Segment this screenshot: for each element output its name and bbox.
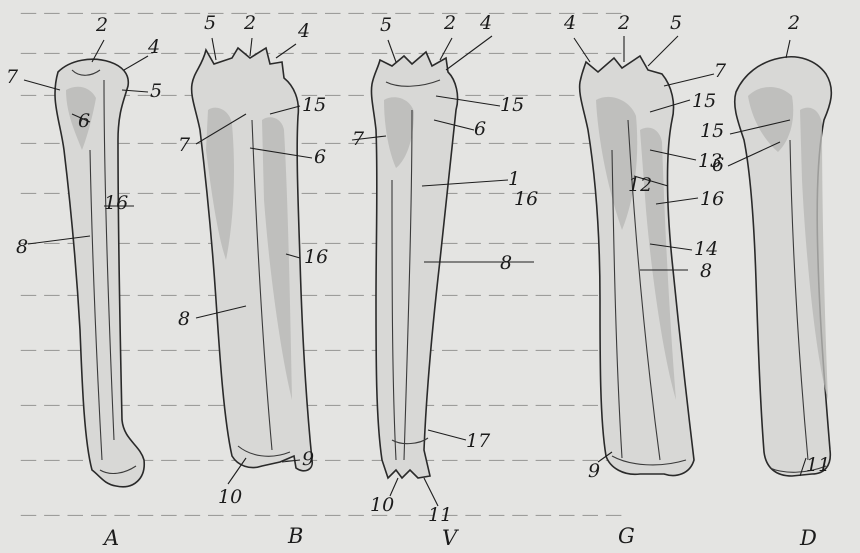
panel-label-G: G: [618, 526, 635, 547]
callout-6: 6: [314, 148, 326, 167]
svg-text:— — — — — — — — — — — — — — —: — — — — — — — — — — — — — — — — — — — — …: [20, 43, 623, 63]
callout-2: 2: [618, 14, 630, 33]
callout-7: 7: [352, 130, 364, 149]
panel-label-A: A: [104, 528, 119, 549]
callout-14: 14: [694, 240, 718, 259]
callout-5: 5: [380, 16, 392, 35]
callout-8: 8: [500, 254, 512, 273]
callout-4: 4: [480, 14, 492, 33]
callout-10: 10: [218, 488, 242, 507]
callout-8: 8: [178, 310, 190, 329]
callout-2: 2: [788, 14, 800, 33]
callout-16: 16: [104, 194, 128, 213]
callout-16: 16: [514, 190, 538, 209]
callout-4: 4: [564, 14, 576, 33]
callout-4: 4: [298, 22, 310, 41]
callout-6: 6: [712, 156, 724, 175]
callout-17: 17: [466, 432, 490, 451]
callout-6: 6: [78, 112, 90, 131]
callout-9: 9: [302, 450, 314, 469]
callout-8: 8: [16, 238, 28, 257]
callout-2: 2: [96, 16, 108, 35]
panel-label-D: D: [800, 528, 817, 549]
callout-15: 15: [302, 96, 326, 115]
callout-2: 2: [244, 14, 256, 33]
callout-8: 8: [700, 262, 712, 281]
callout-10: 10: [370, 496, 394, 515]
callout-5: 5: [150, 82, 162, 101]
callout-2: 2: [444, 14, 456, 33]
panel-label-B: B: [288, 526, 303, 547]
callout-4: 4: [148, 38, 160, 57]
callout-12: 12: [628, 176, 652, 195]
callout-16: 16: [304, 248, 328, 267]
callout-15: 15: [692, 92, 716, 111]
svg-text:— — — — — — — — — — — — — — —: — — — — — — — — — — — — — — — — — — — — …: [20, 505, 623, 525]
bone-A: [55, 59, 144, 487]
callout-5: 5: [670, 14, 682, 33]
callout-15: 15: [700, 122, 724, 141]
callout-16: 16: [700, 190, 724, 209]
svg-text:— — — — — — — — — — — — — — —: — — — — — — — — — — — — — — — — — — — — …: [20, 3, 623, 23]
callout-15: 15: [500, 96, 524, 115]
bone-D: [735, 57, 832, 476]
callout-9: 9: [588, 462, 600, 481]
callout-5: 5: [204, 14, 216, 33]
callout-6: 6: [474, 120, 486, 139]
callout-7: 7: [6, 68, 18, 87]
callout-1: 1: [508, 170, 520, 189]
callout-7: 7: [178, 136, 190, 155]
panel-label-V: V: [442, 528, 457, 549]
callout-11: 11: [806, 456, 830, 475]
callout-7: 7: [714, 62, 726, 81]
callout-11: 11: [428, 506, 452, 525]
